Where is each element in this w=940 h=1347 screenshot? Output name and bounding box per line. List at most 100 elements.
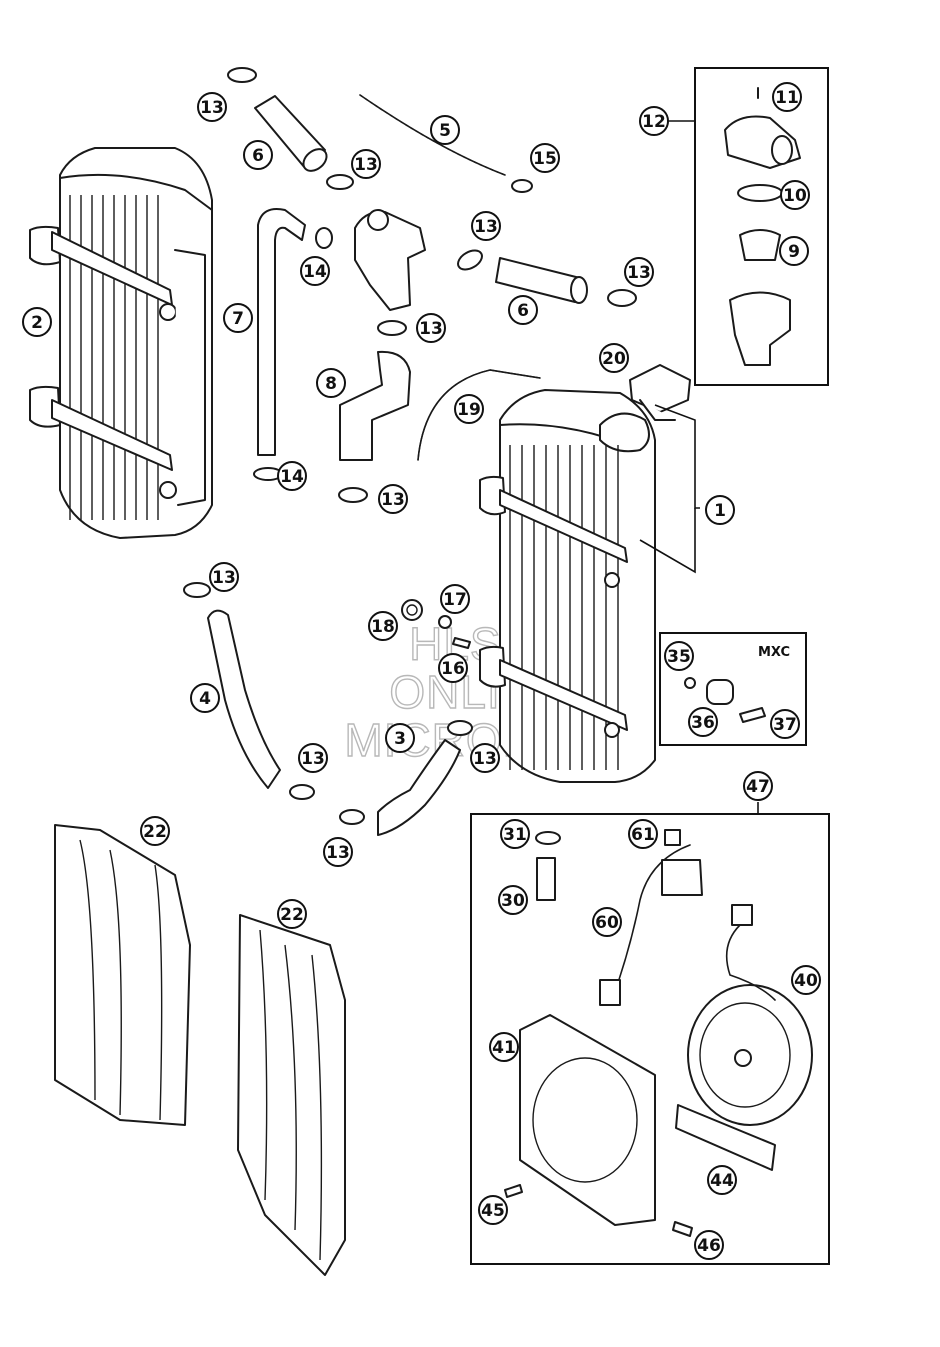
callout-number: 20 <box>602 349 626 369</box>
callout-10: 10 <box>780 180 810 210</box>
callout-11: 11 <box>772 82 802 112</box>
callout-number: 13 <box>200 98 224 118</box>
callout-37: 37 <box>770 709 800 739</box>
callout-number: 36 <box>691 713 715 733</box>
callout-40: 40 <box>791 965 821 995</box>
callout-number: 7 <box>232 309 244 329</box>
callout-circle <box>190 683 220 713</box>
callout-number: 61 <box>631 825 655 845</box>
mxc-label: MXC <box>758 645 790 660</box>
callout-31: 31 <box>500 819 530 849</box>
callout-circle <box>430 115 460 145</box>
callout-number: 13 <box>301 749 325 769</box>
callout-13: 13 <box>470 743 500 773</box>
callout-17: 17 <box>440 584 470 614</box>
callout-number: 6 <box>517 301 529 321</box>
callout-3: 3 <box>385 723 415 753</box>
callout-number: 13 <box>627 263 651 283</box>
fan-kit-group <box>470 813 830 1265</box>
callout-circle <box>22 307 52 337</box>
callout-number: 15 <box>533 149 557 169</box>
callout-circle <box>368 611 398 641</box>
callout-number: 13 <box>473 749 497 769</box>
callout-circle <box>791 965 821 995</box>
callout-13: 13 <box>378 484 408 514</box>
callout-18: 18 <box>368 611 398 641</box>
callout-19: 19 <box>454 394 484 424</box>
callout-circle <box>508 295 538 325</box>
callout-60: 60 <box>592 907 622 937</box>
callout-number: 30 <box>501 891 525 911</box>
callout-circle <box>628 819 658 849</box>
callout-number: 12 <box>642 112 666 132</box>
callout-number: 31 <box>503 825 527 845</box>
callout-circle <box>694 1230 724 1260</box>
callout-circle <box>277 899 307 929</box>
callout-circle <box>140 816 170 846</box>
callout-number: 13 <box>419 319 443 339</box>
callout-22: 22 <box>277 899 307 929</box>
hoses <box>183 67 691 836</box>
callout-circle <box>440 584 470 614</box>
thermostat-group <box>694 67 829 386</box>
callout-circle <box>599 343 629 373</box>
callout-47: 47 <box>743 771 773 801</box>
callout-number: 22 <box>143 822 167 842</box>
callout-circle <box>323 837 353 867</box>
callout-circle <box>454 394 484 424</box>
callout-circle <box>277 461 307 491</box>
callout-13: 13 <box>323 837 353 867</box>
callout-44: 44 <box>707 1165 737 1195</box>
callout-circle <box>743 771 773 801</box>
callout-41: 41 <box>489 1032 519 1062</box>
callout-number: 8 <box>325 374 337 394</box>
callout-20: 20 <box>599 343 629 373</box>
callout-number: 18 <box>371 617 395 637</box>
callout-5: 5 <box>430 115 460 145</box>
callout-number: 10 <box>783 186 807 206</box>
callout-number: 5 <box>439 121 451 141</box>
leader-lines <box>639 120 759 814</box>
callout-number: 16 <box>441 659 465 679</box>
callout-circle <box>438 653 468 683</box>
callout-4: 4 <box>190 683 220 713</box>
callout-circle <box>470 743 500 773</box>
callout-circle <box>770 709 800 739</box>
callout-number: 47 <box>746 777 770 797</box>
callout-number: 60 <box>595 913 619 933</box>
callout-circle <box>624 257 654 287</box>
callout-circle <box>478 1195 508 1225</box>
callout-circle <box>471 211 501 241</box>
callout-circle <box>385 723 415 753</box>
callout-13: 13 <box>197 92 227 122</box>
callout-number: 2 <box>31 313 43 333</box>
callout-13: 13 <box>416 313 446 343</box>
callout-circle <box>530 143 560 173</box>
callout-circle <box>300 256 330 286</box>
callout-number: 44 <box>710 1171 734 1191</box>
callout-35: 35 <box>664 641 694 671</box>
callout-46: 46 <box>694 1230 724 1260</box>
callout-6: 6 <box>243 140 273 170</box>
callout-number: 19 <box>457 400 481 420</box>
callout-number: 40 <box>794 971 818 991</box>
callout-number: 1 <box>714 501 726 521</box>
callout-13: 13 <box>351 149 381 179</box>
callout-circle <box>639 106 669 136</box>
callout-circle <box>351 149 381 179</box>
callout-circle <box>664 641 694 671</box>
callout-circle <box>688 707 718 737</box>
callout-circle <box>498 885 528 915</box>
callout-12: 12 <box>639 106 669 136</box>
callout-8: 8 <box>316 368 346 398</box>
radiator-shrouds <box>54 824 346 1276</box>
callout-circle <box>209 562 239 592</box>
callout-circle <box>779 236 809 266</box>
callout-number: 11 <box>775 88 799 108</box>
callout-number: 4 <box>199 689 211 709</box>
callout-number: 14 <box>303 262 327 282</box>
callout-circle <box>243 140 273 170</box>
